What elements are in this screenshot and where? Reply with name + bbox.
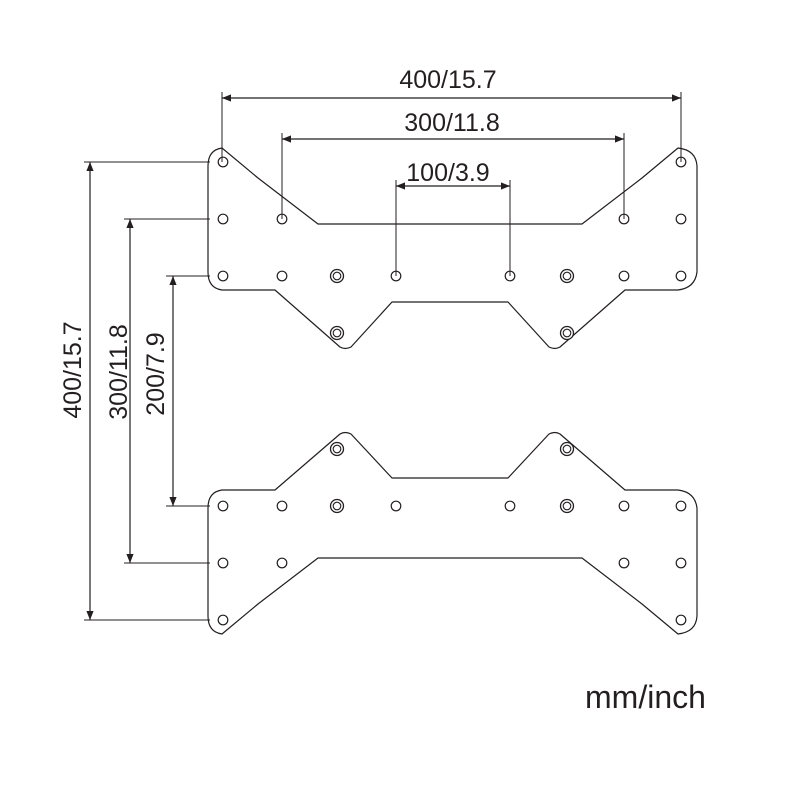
mount-hole (217, 557, 229, 569)
mount-hole (217, 500, 229, 512)
mount-hole (276, 500, 288, 512)
bottom-plate (207, 431, 698, 635)
dimension-v400: 400/15.7 (59, 161, 210, 621)
mount-hole (217, 213, 229, 225)
dimension-label: 300/11.8 (404, 109, 499, 137)
dimension-label: 300/11.8 (105, 324, 133, 419)
mount-hole (675, 614, 687, 626)
mount-hole (504, 500, 516, 512)
threaded-boss (559, 268, 575, 284)
threaded-boss (559, 498, 575, 514)
mount-hole (675, 270, 687, 282)
mount-hole (217, 614, 229, 626)
mount-hole (618, 557, 630, 569)
top-plate-outline (207, 147, 698, 350)
top-plate-bosses (329, 268, 575, 341)
mount-hole (276, 270, 288, 282)
mount-hole (675, 557, 687, 569)
threaded-boss (559, 325, 575, 341)
threaded-boss (559, 441, 575, 457)
mount-hole (675, 500, 687, 512)
dimension-v300: 300/11.8 (105, 218, 210, 564)
bottom-plate-bosses (329, 441, 575, 514)
mount-hole (618, 270, 630, 282)
dimension-label: 100/3.9 (406, 159, 489, 187)
mount-hole (217, 270, 229, 282)
dimension-v200: 200/7.9 (142, 275, 210, 507)
threaded-boss (329, 325, 345, 341)
dimension-h400: 400/15.7 (221, 66, 682, 162)
threaded-boss (329, 441, 345, 457)
threaded-boss (329, 498, 345, 514)
mount-hole (217, 156, 229, 168)
mount-hole (675, 213, 687, 225)
bottom-plate-outline (207, 431, 698, 635)
dimension-label: 400/15.7 (399, 66, 496, 94)
threaded-boss (329, 268, 345, 284)
dimension-label: 200/7.9 (142, 332, 170, 415)
mount-hole (276, 557, 288, 569)
mount-hole (618, 500, 630, 512)
dimension-label: 400/15.7 (59, 321, 87, 418)
mount-hole (390, 500, 402, 512)
bottom-plate-holes (217, 500, 687, 626)
dimension-h300: 300/11.8 (281, 109, 625, 219)
dimension-h100: 100/3.9 (395, 159, 511, 276)
unit-label: mm/inch (585, 679, 706, 715)
